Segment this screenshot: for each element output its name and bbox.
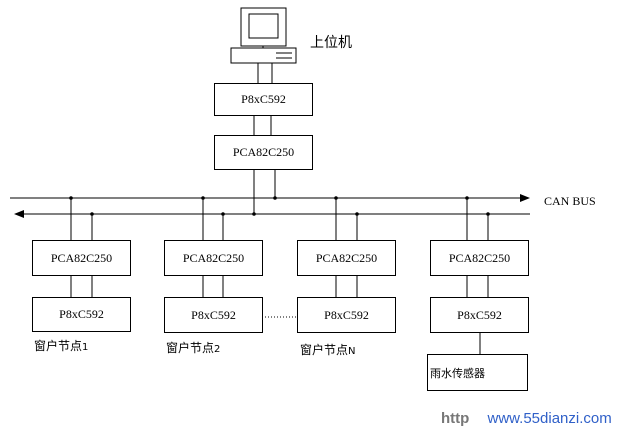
watermark-url: www.55dianzi.com <box>487 410 612 427</box>
node-n-index: N <box>348 346 356 357</box>
host-transceiver-chip: PCA82C250 <box>214 135 313 170</box>
node-2-label-text: 窗户节点 <box>166 341 215 355</box>
node-1-label: 窗户节点1 <box>34 337 88 354</box>
watermark-prefix: http <box>441 410 470 427</box>
computer-icon <box>230 7 297 64</box>
host-controller-chip: P8xC592 <box>214 83 313 116</box>
bus-arrow-left <box>14 210 24 218</box>
node-n-controller-chip: P8xC592 <box>297 297 396 333</box>
node-1-index: 1 <box>82 342 89 353</box>
node-n-transceiver-chip: PCA82C250 <box>297 240 396 276</box>
node-n-label: 窗户节点N <box>300 341 356 358</box>
host-label: 上位机 <box>310 35 352 51</box>
node-2-label: 窗户节点2 <box>166 339 220 356</box>
node-4-transceiver-chip: PCA82C250 <box>430 240 529 276</box>
node-2-transceiver-chip: PCA82C250 <box>164 240 263 276</box>
node-1-controller-chip: P8xC592 <box>32 297 131 332</box>
node-4-controller-chip: P8xC592 <box>430 297 529 333</box>
node-2-controller-chip: P8xC592 <box>164 297 263 333</box>
rain-sensor-box: 雨水传感器 <box>427 354 528 391</box>
bus-arrow-right <box>520 194 530 202</box>
node-1-transceiver-chip: PCA82C250 <box>32 240 131 276</box>
can-bus-label: CAN BUS <box>544 194 596 208</box>
node-1-label-text: 窗户节点 <box>34 339 83 353</box>
watermark: http www.55dianzi.com <box>441 410 612 427</box>
node-n-label-text: 窗户节点 <box>300 343 349 357</box>
node-2-index: 2 <box>214 344 221 355</box>
